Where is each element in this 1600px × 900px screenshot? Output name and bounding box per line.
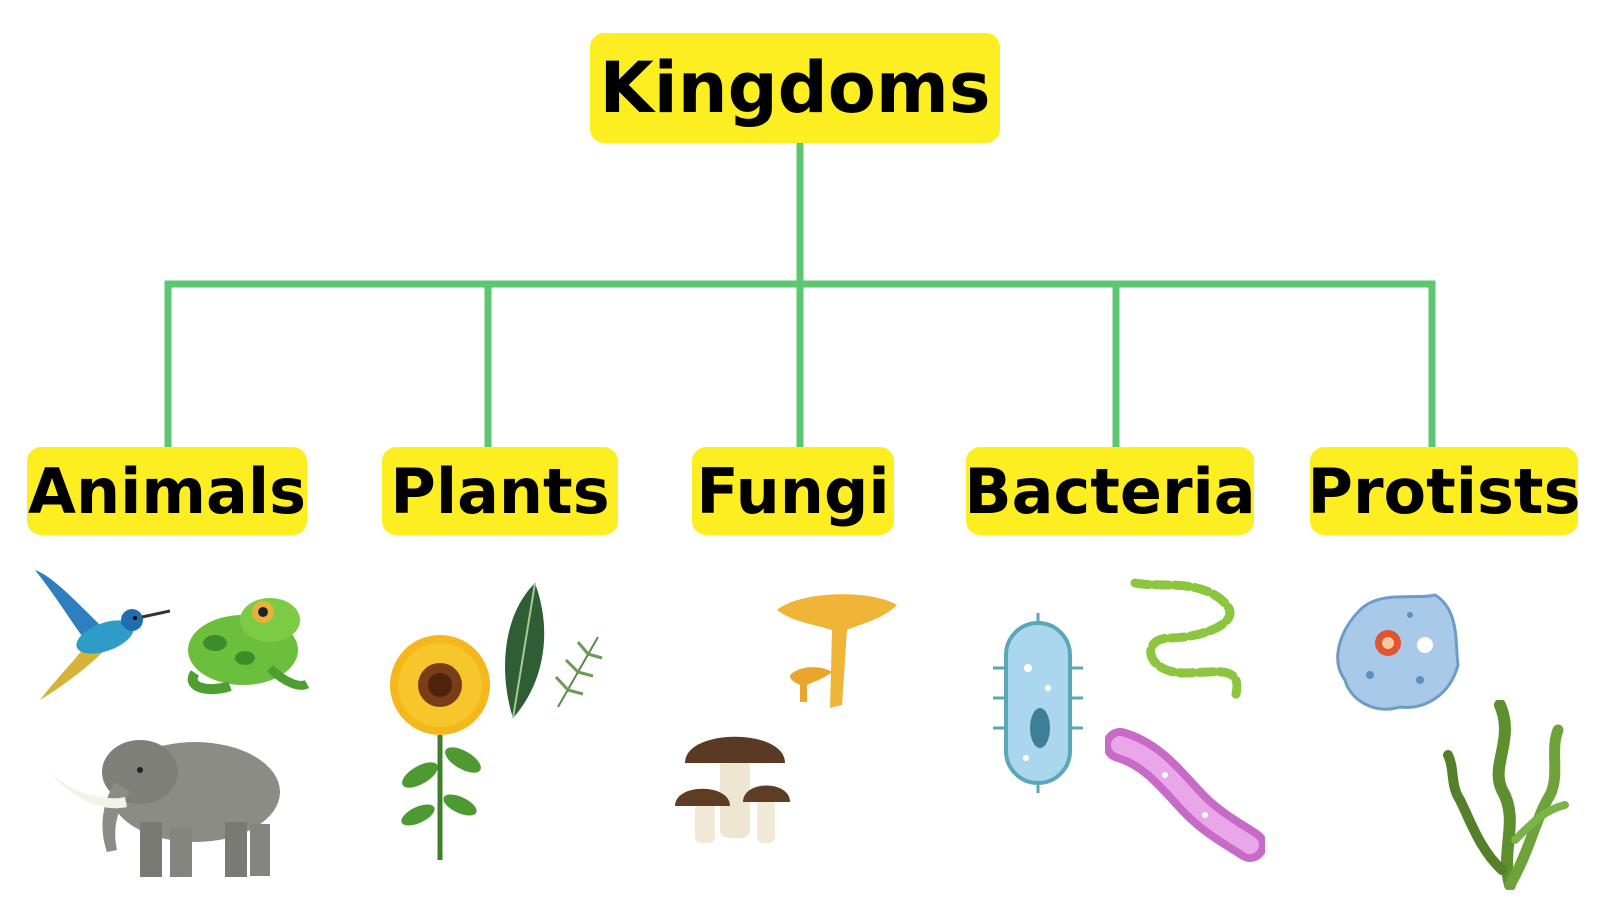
fern-icon (554, 636, 603, 708)
amoeba-icon (1336, 593, 1460, 711)
hummingbird-icon (35, 570, 170, 700)
fungi-label: Fungi (696, 454, 890, 528)
spirillum-icon (1130, 578, 1242, 703)
root-label: Kingdoms (599, 47, 991, 129)
fungi-box: Fungi (692, 447, 894, 535)
animals-box: Animals (27, 447, 307, 535)
algae-icon (1443, 700, 1569, 890)
plants-label: Plants (390, 454, 610, 528)
protists-box: Protists (1307, 447, 1581, 535)
elephant-icon (50, 740, 280, 877)
kingdoms-root-box: Kingdoms (590, 33, 1000, 143)
pink-bacterium-icon (1105, 728, 1265, 862)
frog-icon (187, 598, 310, 695)
plants-box: Plants (382, 447, 618, 535)
leaf-icon (505, 582, 545, 719)
chanterelle-icon (777, 594, 897, 708)
sunflower-icon (390, 635, 490, 860)
protists-label: Protists (1307, 454, 1581, 528)
mushroom-icon (675, 736, 790, 843)
bacteria-label: Bacteria (964, 454, 1256, 528)
bacillus-icon (993, 613, 1083, 793)
bacteria-box: Bacteria (964, 447, 1256, 535)
animals-label: Animals (28, 454, 306, 528)
